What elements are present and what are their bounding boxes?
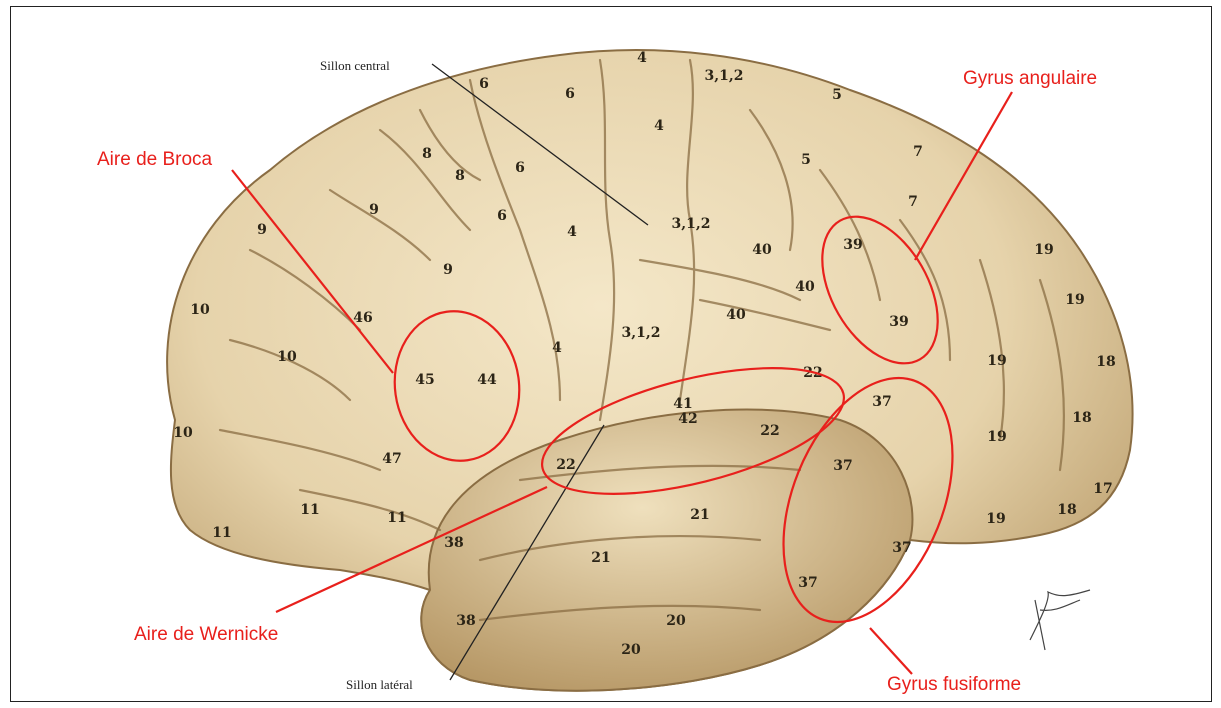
- brodmann-area-label: 10: [173, 425, 193, 441]
- brodmann-area-label: 19: [1065, 292, 1084, 308]
- brodmann-area-label: 42: [678, 411, 697, 427]
- brodmann-area-label: 3,1,2: [705, 68, 744, 84]
- brodmann-area-label: 5: [801, 152, 811, 168]
- brodmann-area-label: 9: [443, 262, 453, 278]
- brodmann-area-label: 18: [1057, 502, 1076, 518]
- brodmann-area-label: 6: [497, 208, 507, 224]
- brodmann-area-label: 9: [369, 202, 379, 218]
- fusiform-gyrus-label: Gyrus fusiforme: [887, 674, 1021, 695]
- angular-gyrus-label: Gyrus angulaire: [963, 68, 1097, 89]
- artist-signature: [1030, 590, 1090, 650]
- brodmann-area-label: 38: [456, 613, 475, 629]
- brodmann-area-label: 39: [889, 314, 908, 330]
- lateral-sulcus-label: Sillon latéral: [346, 677, 413, 692]
- brodmann-area-label: 3,1,2: [622, 325, 661, 341]
- brodmann-area-label: 7: [913, 144, 923, 160]
- brodmann-area-label: 8: [422, 146, 432, 162]
- brodmann-area-label: 6: [515, 160, 525, 176]
- brodmann-area-label: 40: [795, 279, 815, 295]
- brodmann-area-label: 20: [666, 613, 686, 629]
- brodmann-area-label: 45: [415, 372, 434, 388]
- brodmann-area-label: 22: [760, 423, 779, 439]
- brodmann-area-label: 37: [892, 540, 911, 556]
- brodmann-area-label: 19: [1034, 242, 1053, 258]
- brodmann-area-label: 17: [1093, 481, 1112, 497]
- brodmann-area-label: 10: [190, 302, 210, 318]
- brodmann-area-label: 11: [387, 510, 406, 526]
- brodmann-area-label: 5: [832, 87, 842, 103]
- brodmann-area-label: 21: [591, 550, 610, 566]
- brodmann-area-label: 19: [987, 429, 1006, 445]
- brodmann-area-label: 39: [843, 237, 862, 253]
- brodmann-area-label: 40: [752, 242, 772, 258]
- brodmann-area-label: 19: [986, 511, 1005, 527]
- brodmann-area-label: 6: [479, 76, 489, 92]
- brodmann-area-label: 37: [833, 458, 852, 474]
- brodmann-area-label: 47: [382, 451, 401, 467]
- brodmann-area-label: 19: [987, 353, 1006, 369]
- brodmann-area-label: 7: [908, 194, 918, 210]
- brodmann-area-label: 22: [556, 457, 575, 473]
- fusiform-pointer: [870, 628, 912, 674]
- brodmann-area-label: 4: [654, 118, 664, 134]
- brodmann-area-label: 18: [1096, 354, 1115, 370]
- broca-label: Aire de Broca: [97, 149, 213, 170]
- brodmann-area-label: 40: [726, 307, 746, 323]
- brodmann-area-label: 6: [565, 86, 575, 102]
- brodmann-area-label: 3,1,2: [672, 216, 711, 232]
- brodmann-area-label: 37: [798, 575, 817, 591]
- brodmann-area-label: 41: [673, 396, 692, 412]
- brodmann-area-label: 9: [257, 222, 267, 238]
- brodmann-area-label: 20: [621, 642, 641, 658]
- wernicke-label: Aire de Wernicke: [134, 624, 278, 645]
- brodmann-area-label: 18: [1072, 410, 1091, 426]
- brodmann-area-label: 46: [353, 310, 372, 326]
- central-sulcus-label: Sillon central: [320, 58, 390, 73]
- brodmann-area-label: 11: [212, 525, 231, 541]
- brodmann-area-label: 10: [277, 349, 297, 365]
- brodmann-area-label: 4: [552, 340, 562, 356]
- brodmann-area-label: 37: [872, 394, 891, 410]
- brodmann-area-label: 38: [444, 535, 463, 551]
- brodmann-area-label: 21: [690, 507, 709, 523]
- brodmann-area-label: 8: [455, 168, 465, 184]
- brodmann-area-label: 4: [567, 224, 577, 240]
- brodmann-area-label: 44: [477, 372, 497, 388]
- brodmann-area-label: 4: [637, 50, 647, 66]
- brodmann-area-label: 11: [300, 502, 319, 518]
